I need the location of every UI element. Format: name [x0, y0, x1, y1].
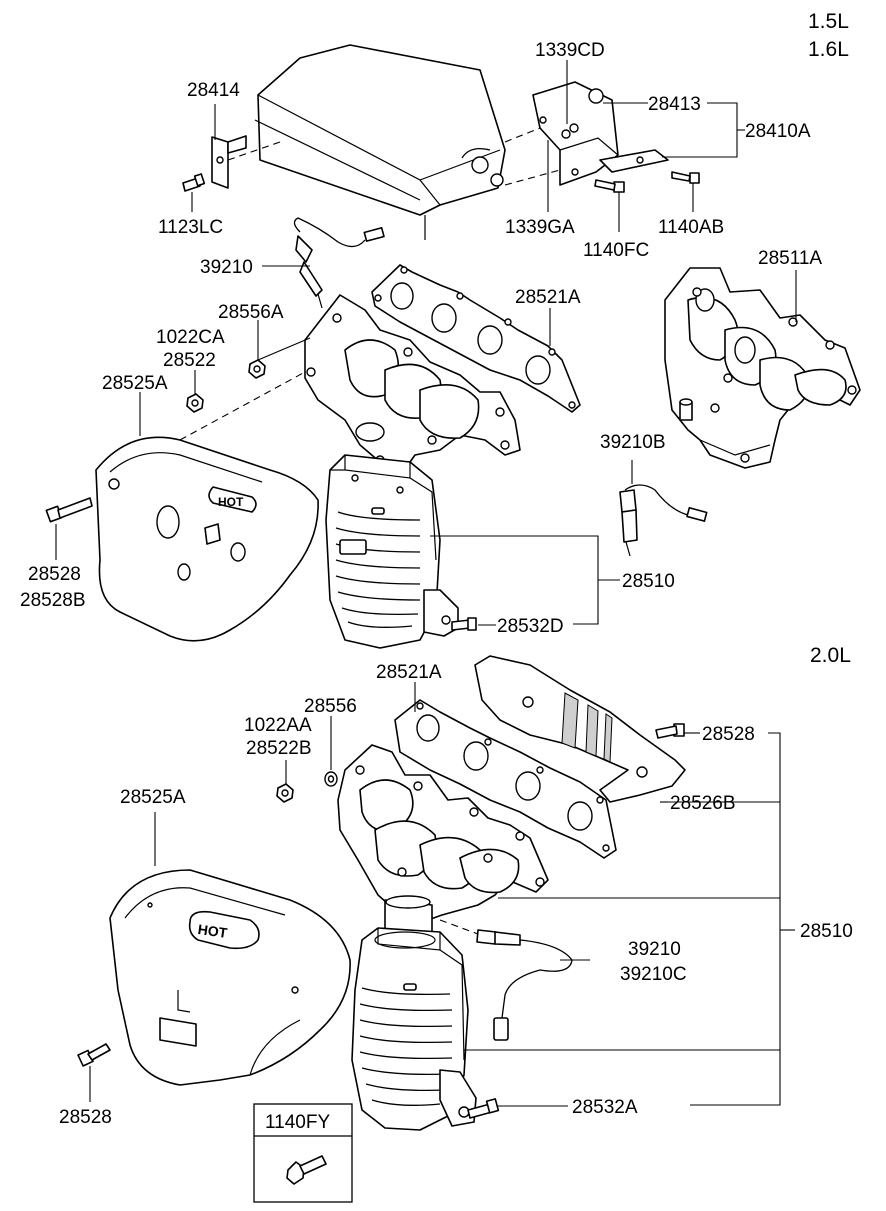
gasket-28521a-bottom [394, 699, 617, 859]
label-39210-bottom: 39210 [628, 939, 681, 960]
label-28510-bottom: 28510 [800, 921, 853, 942]
engine-cover-block [254, 44, 506, 240]
leader-28510-bottom-bracket [690, 732, 781, 1106]
leader-dash-bracket-a [504, 127, 541, 143]
label-1140ab: 1140AB [658, 217, 724, 238]
hot-mark-bottom: HOT [197, 921, 229, 941]
label-1339cd: 1339CD [535, 40, 605, 61]
oxygen-sensor-39210b [619, 484, 708, 557]
bolt-28528-top-icon [45, 497, 93, 523]
label-28521a-top: 28521A [515, 287, 581, 308]
label-1022ca: 1022CA [156, 327, 225, 348]
label-28511a: 28511A [758, 248, 822, 269]
label-28522b: 28522B [246, 738, 312, 759]
leader-28556a [257, 337, 311, 361]
gasket-28521a-top [371, 264, 581, 413]
bolt-28528-bottom-icon [77, 1043, 111, 1067]
label-28556a: 28556A [218, 302, 284, 323]
label-28410a: 28410A [745, 121, 811, 142]
heat-shield-28525a-bottom: HOT [109, 869, 351, 1086]
label-28525a-top: 28525A [102, 373, 168, 394]
heat-shield-28526b [474, 655, 686, 803]
label-1022aa: 1022AA [244, 715, 312, 736]
label-28528-right: 28528 [702, 724, 755, 745]
engine-label-2-0l: 2.0L [810, 644, 851, 667]
engine-label-1-5l: 1.5L [808, 10, 849, 33]
label-28532d: 28532D [497, 616, 564, 637]
bolt-28532a-icon [467, 1098, 500, 1119]
converter-bottom [351, 927, 477, 1131]
washer-28556-icon [324, 771, 338, 787]
oxygen-sensor-39210-bottom [439, 919, 573, 1041]
bolt-28528-right-icon [655, 723, 685, 739]
label-28521a-bottom: 28521A [376, 662, 442, 683]
hot-mark-top: HOT [218, 495, 244, 509]
nut-28522b-icon [276, 783, 294, 803]
bolt-1140fc-icon [594, 179, 625, 193]
label-39210-top: 39210 [200, 257, 253, 278]
heat-shield-28525a-top: HOT [95, 436, 319, 642]
part-box-1140fy [253, 1103, 353, 1203]
bolt-28532d-icon [451, 617, 477, 631]
manifold-28511a [664, 267, 861, 469]
leader-dash-bracket-b [504, 169, 561, 186]
label-28556: 28556 [304, 696, 357, 717]
label-39210b: 39210B [600, 432, 666, 453]
bolt-1123lc-icon [182, 173, 206, 192]
label-28413: 28413 [648, 94, 701, 115]
label-28532a: 28532A [572, 1097, 638, 1118]
label-28528-bottom: 28528 [59, 1107, 112, 1128]
bracket-28413 [532, 81, 669, 186]
label-28510-top: 28510 [622, 571, 675, 592]
label-28528-top: 28528 [28, 564, 81, 585]
label-39210c: 39210C [620, 964, 687, 985]
label-1123lc: 1123LC [158, 217, 223, 238]
label-1339ga: 1339GA [505, 217, 575, 238]
label-28414: 28414 [187, 80, 240, 101]
bolt-1140fy-icon [286, 1155, 327, 1185]
bracket-28414 [211, 135, 247, 189]
engine-label-1-6l: 1.6L [808, 38, 849, 61]
label-1140fy: 1140FY [265, 1112, 330, 1133]
label-28528b: 28528B [20, 590, 86, 611]
nut-28556a-icon [248, 359, 266, 379]
label-1140fc: 1140FC [583, 240, 649, 261]
bolt-1140ab-icon [671, 171, 700, 184]
label-28525a-bottom: 28525A [120, 787, 186, 808]
label-28526b: 28526B [670, 793, 736, 814]
leader-dash-28414 [227, 141, 281, 161]
oxygen-sensor-39210-top [293, 217, 385, 309]
manifold-and-converter-top [304, 294, 521, 649]
leader-dash-o2-bottom [439, 919, 479, 935]
manifold-bottom [337, 744, 549, 936]
label-28522: 28522 [163, 350, 216, 371]
nut-28522-icon [186, 393, 204, 413]
